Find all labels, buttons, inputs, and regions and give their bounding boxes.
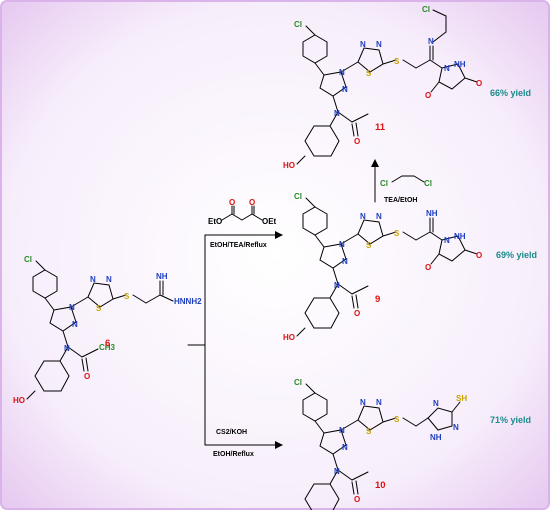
dichloropropane-reagent: Cl Cl bbox=[380, 175, 432, 188]
dcp-cl2-label: Cl bbox=[424, 179, 432, 188]
condition-to-11: TEA/EtOH bbox=[384, 197, 417, 204]
branch-arrows bbox=[187, 159, 379, 449]
c9-amide-n-label: N bbox=[334, 281, 340, 290]
malonate-o1-label: O bbox=[229, 198, 235, 207]
c10-carbonyl-o-label: O bbox=[354, 495, 360, 504]
malonate-eto-label: EtO bbox=[208, 217, 222, 226]
c10-thiol-label: SH bbox=[456, 394, 467, 403]
c6-thioether-s-label: S bbox=[124, 292, 130, 301]
c6-thiadiazole-n2-label: N bbox=[106, 275, 112, 284]
c11-imine-n-label: N bbox=[428, 37, 434, 46]
c9-dione-o1-label: O bbox=[476, 251, 482, 260]
c11-chlorine-label: Cl bbox=[294, 20, 302, 29]
c6-hydrazine-label: HNNH2 bbox=[174, 297, 202, 306]
diethyl-malonate-reagent: EtO OEt O O bbox=[208, 198, 277, 226]
c11-thioether-s-label: S bbox=[394, 57, 400, 66]
c9-dione-o2-label: O bbox=[425, 263, 431, 272]
c11-dione-o1-label: O bbox=[476, 79, 482, 88]
c10-thiadiazole-n-label: N bbox=[360, 398, 366, 407]
c11-amide-n-label: N bbox=[334, 109, 340, 118]
c10-triazole-n1-label: N bbox=[433, 399, 439, 408]
c11-ring-n-label: N bbox=[444, 64, 450, 73]
c9-carbonyl-o-label: O bbox=[354, 309, 360, 318]
c10-thioether-s-label: S bbox=[394, 415, 400, 424]
c9-chlorine-label: Cl bbox=[294, 192, 302, 201]
c11-dione-o2-label: O bbox=[425, 91, 431, 100]
condition-to-10-line1: CS2/KOH bbox=[216, 429, 247, 436]
c9-ring-n-label: N bbox=[444, 236, 450, 245]
c11-thiadiazole-n2-label: N bbox=[376, 40, 382, 49]
compound-10: Cl N N S S N N N O HO N N NH SH 10 bbox=[294, 378, 467, 515]
compound-10-number: 10 bbox=[375, 480, 386, 491]
c6-methyl-label: CH3 bbox=[99, 343, 116, 352]
c11-thiadiazole-n-label: N bbox=[360, 40, 366, 49]
c6-hydroxy-label: HO bbox=[13, 396, 25, 405]
c10-amide-n-label: N bbox=[334, 467, 340, 476]
c6-amide-n-label: N bbox=[64, 344, 70, 353]
compound-6-number: 6 bbox=[105, 338, 110, 349]
c10-pyrazoline-n1-label: N bbox=[339, 426, 345, 435]
malonate-o2-label: O bbox=[249, 198, 255, 207]
c11-pyrazoline-n1-label: N bbox=[339, 68, 345, 77]
c11-carbonyl-o-label: O bbox=[354, 137, 360, 146]
c10-triazole-n2-label: N bbox=[453, 423, 459, 432]
c6-thiadiazole-s-label: S bbox=[96, 304, 102, 313]
c6-carbonyl-o-label: O bbox=[84, 372, 90, 381]
malonate-oet-label: OEt bbox=[262, 217, 277, 226]
c10-thiadiazole-s-label: S bbox=[366, 427, 372, 436]
c10-chlorine-label: Cl bbox=[294, 378, 302, 387]
c9-pyrazoline-n2-label: N bbox=[342, 257, 348, 266]
c6-imine-nh-label: NH bbox=[156, 272, 168, 281]
c6-pyrazoline-n2-label: N bbox=[72, 320, 78, 329]
c11-hydroxy-label: HO bbox=[283, 161, 295, 170]
c9-thioether-s-label: S bbox=[394, 229, 400, 238]
c9-hydroxy-label: HO bbox=[283, 333, 295, 342]
c9-thiadiazole-s-label: S bbox=[366, 241, 372, 250]
c11-chloroethyl-cl-label: Cl bbox=[422, 5, 430, 14]
compound-6: Cl N N S S N N N O CH3 HO NH HNNH2 6 bbox=[13, 255, 202, 405]
compound-11: Cl N N S S N N N O HO N Cl N NH O O 11 bbox=[283, 5, 482, 170]
yield-10: 71% yield bbox=[490, 415, 531, 425]
c9-thiadiazole-n2-label: N bbox=[376, 212, 382, 221]
compound-11-number: 11 bbox=[375, 122, 386, 133]
c6-pyrazoline-n1-label: N bbox=[69, 303, 75, 312]
compound-9: Cl N N S S N N N O HO NH N NH O O 9 bbox=[283, 192, 482, 342]
c10-triazole-nh-label: NH bbox=[430, 433, 442, 442]
c10-thiadiazole-n2-label: N bbox=[376, 398, 382, 407]
c11-ring-nh-label: NH bbox=[454, 60, 466, 69]
compound-9-number: 9 bbox=[375, 294, 380, 305]
c9-pyrazoline-n1-label: N bbox=[339, 240, 345, 249]
yield-9: 69% yield bbox=[496, 250, 537, 260]
c9-ring-nh-label: NH bbox=[454, 232, 466, 241]
condition-to-9: EtOH/TEA/Reflux bbox=[210, 242, 267, 249]
c6-chlorine-label: Cl bbox=[24, 255, 32, 264]
c9-thiadiazole-n-label: N bbox=[360, 212, 366, 221]
c6-thiadiazole-n-label: N bbox=[90, 275, 96, 284]
c9-imine-nh-label: NH bbox=[426, 209, 438, 218]
c11-pyrazoline-n2-label: N bbox=[342, 85, 348, 94]
yield-11: 66% yield bbox=[490, 88, 531, 98]
c11-thiadiazole-s-label: S bbox=[366, 69, 372, 78]
condition-to-10-line2: EtOH/Reflux bbox=[213, 451, 254, 458]
c10-pyrazoline-n2-label: N bbox=[342, 443, 348, 452]
dcp-cl1-label: Cl bbox=[380, 179, 388, 188]
